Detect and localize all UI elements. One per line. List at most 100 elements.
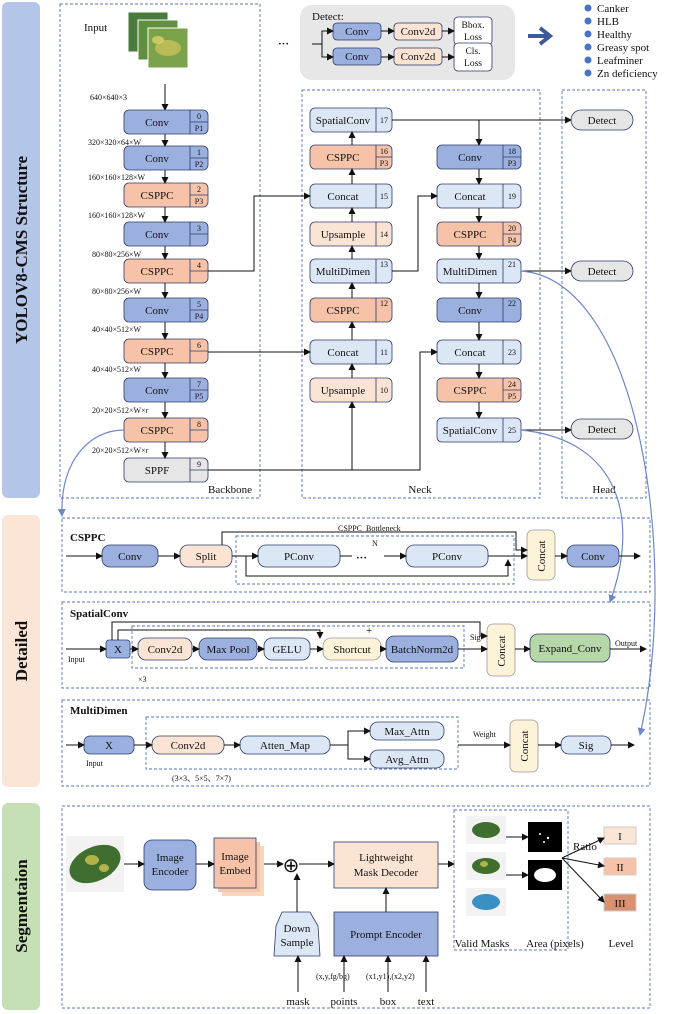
svg-text:CSPPC: CSPPC: [140, 190, 173, 202]
svg-text:Split: Split: [196, 551, 217, 563]
svg-text:Conv2d: Conv2d: [148, 644, 183, 656]
spatialconv-detail-frame: [61, 601, 651, 689]
spatialconv-maxpool: Max Pool: [198, 637, 258, 661]
csppc-pconv-2: PConv: [405, 544, 489, 568]
svg-text:Conv2d: Conv2d: [401, 51, 436, 63]
detailed-band: [2, 515, 40, 787]
segmentation-connections: [124, 833, 605, 992]
svg-text:Conv: Conv: [145, 117, 169, 129]
detect-cls-loss: Cls. Loss: [453, 42, 493, 72]
csppc-conv-1: Conv: [101, 544, 159, 568]
svg-text:3: 3: [197, 224, 201, 233]
svg-text:Canker: Canker: [597, 3, 629, 15]
svg-text:13: 13: [380, 260, 388, 269]
svg-text:19: 19: [508, 192, 516, 201]
segmentation-input-leaf: [66, 836, 124, 892]
svg-text:P4: P4: [195, 312, 203, 321]
svg-text:40×40×512×W: 40×40×512×W: [92, 365, 142, 374]
svg-text:Embed: Embed: [219, 865, 251, 877]
csppc-pconv-1: PConv: [257, 544, 341, 568]
svg-text:22: 22: [508, 299, 516, 308]
svg-text:CSPPC: CSPPC: [326, 305, 359, 317]
multidimen-detail-frame: [61, 699, 651, 787]
svg-text:20×20×512×W×r: 20×20×512×W×r: [92, 446, 149, 455]
csppc-conv-2: Conv: [566, 544, 620, 568]
plus-circle-icon: ⊕: [283, 855, 300, 877]
svg-text:X: X: [105, 740, 113, 752]
svg-text:I: I: [618, 831, 622, 843]
svg-text:20: 20: [508, 224, 516, 233]
svg-text:SpatialConv: SpatialConv: [443, 425, 498, 437]
svg-text:Conv2d: Conv2d: [171, 740, 206, 752]
ellipsis: ···: [278, 38, 289, 50]
svg-text:9: 9: [197, 460, 201, 469]
mask-result-3: [466, 888, 506, 916]
svg-text:CSPPC: CSPPC: [140, 346, 173, 358]
svg-text:CSPPC: CSPPC: [140, 425, 173, 437]
level-1: I: [603, 826, 637, 845]
spatialconv-conv2d: Conv2d: [137, 637, 193, 661]
svg-text:Detect: Detect: [588, 424, 617, 436]
svg-text:Concat: Concat: [519, 730, 531, 761]
backbone-dims: 640×640×3 320×320×64×W 160×160×128×W 160…: [88, 93, 149, 455]
spatialconv-sig-label: Sig: [470, 633, 481, 642]
backbone-label: Backbone: [208, 484, 252, 496]
svg-text:PConv: PConv: [432, 551, 462, 563]
input-label: Input: [84, 22, 107, 34]
svg-text:P2: P2: [195, 160, 203, 169]
svg-text:Upsample: Upsample: [321, 229, 366, 241]
input-points-label: points: [331, 996, 358, 1008]
svg-text:Conv: Conv: [145, 153, 169, 165]
area-label: Area (pixels): [526, 938, 584, 950]
svg-text:640×640×3: 640×640×3: [90, 93, 127, 102]
svg-text:CSPPC: CSPPC: [453, 385, 486, 397]
down-sample: Down Sample: [273, 911, 321, 957]
svg-text:Loss: Loss: [464, 33, 482, 43]
csppc-bottleneck-label: CSPPC_Bottleneck: [338, 524, 401, 533]
svg-text:20×20×512×W×r: 20×20×512×W×r: [92, 406, 149, 415]
svg-text:Atten_Map: Atten_Map: [260, 740, 311, 752]
multidimen-atten-map: Atten_Map: [239, 735, 331, 755]
mask-decoder: Lightweight Mask Decoder: [333, 841, 439, 889]
svg-text:CSPPC: CSPPC: [140, 266, 173, 278]
svg-text:Lightweight: Lightweight: [359, 852, 413, 864]
points-coord-label: (x,y,fg/bg): [316, 972, 350, 981]
spatialconv-times: ×3: [138, 675, 147, 684]
svg-text:24: 24: [508, 380, 516, 389]
svg-text:P5: P5: [508, 392, 516, 401]
svg-text:160×160×128×W: 160×160×128×W: [88, 211, 146, 220]
svg-text:P3: P3: [195, 197, 203, 206]
svg-text:Prompt Encoder: Prompt Encoder: [350, 929, 422, 941]
spatialconv-connections: [66, 621, 647, 653]
mask-result-1: [466, 816, 506, 844]
csppc-dots: ···: [356, 552, 367, 564]
spatialconv-batchnorm: BatchNorm2d: [385, 635, 459, 663]
svg-text:2: 2: [197, 185, 201, 194]
csppc-detail-frame: [61, 517, 651, 593]
csppc-detail-link: [57, 429, 125, 517]
svg-text:Image: Image: [221, 851, 249, 863]
csppc-detail-title: CSPPC: [70, 532, 106, 544]
level-3: III: [603, 893, 637, 912]
spatialconv-detail-link: [520, 429, 624, 603]
svg-text:8: 8: [197, 420, 201, 429]
prompt-encoder: Prompt Encoder: [333, 911, 439, 957]
svg-text:40×40×512×W: 40×40×512×W: [92, 325, 142, 334]
image-encoder: Image Encoder: [143, 839, 197, 891]
svg-text:Concat: Concat: [496, 635, 508, 666]
svg-text:P3: P3: [508, 159, 516, 168]
